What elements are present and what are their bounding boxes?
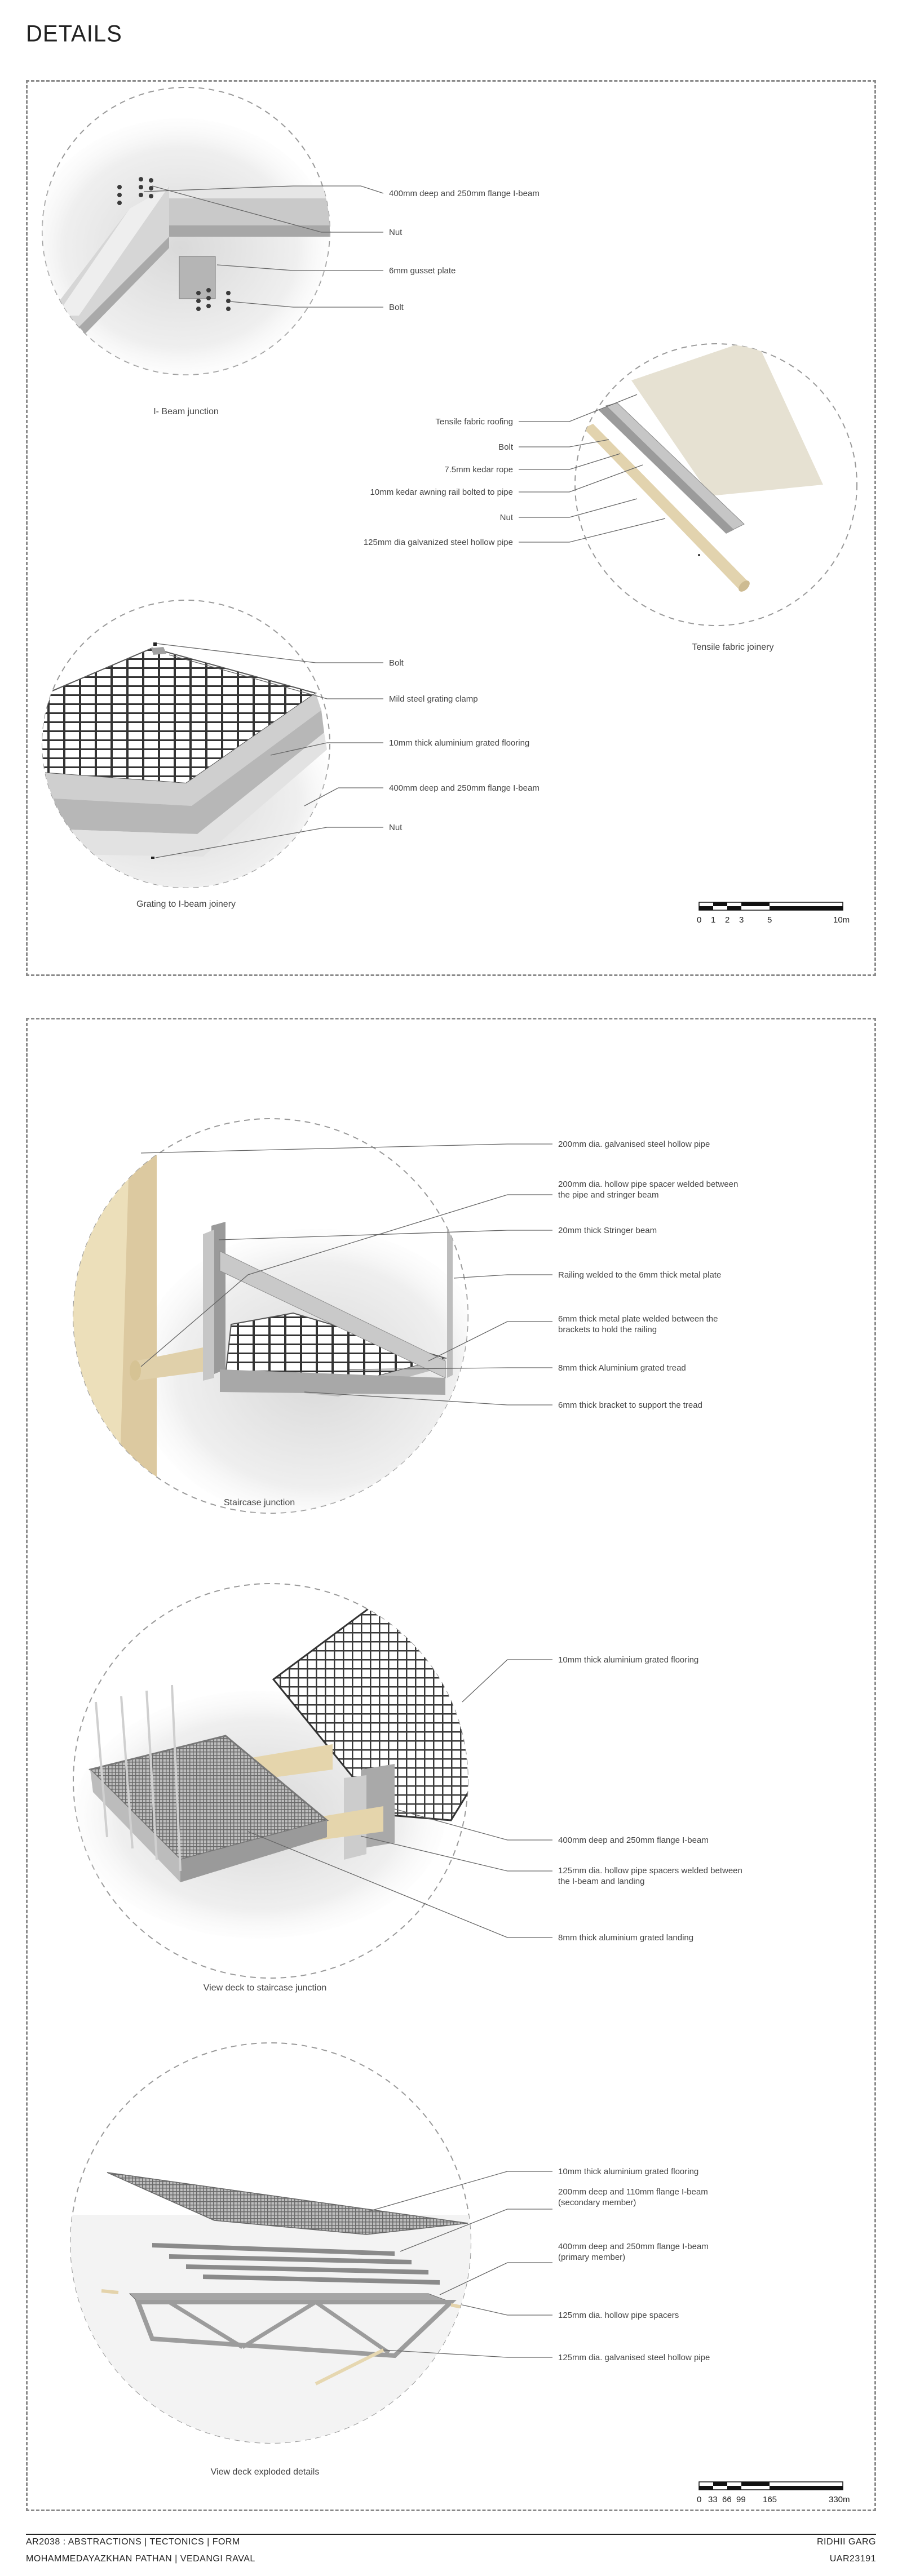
grating-label-flooring: 10mm thick aluminium grated flooring: [389, 738, 530, 748]
footer-course: AR2038 : ABSTRACTIONS | TECTONICS | FORM: [26, 2537, 240, 2547]
ibeam-label-bolt: Bolt: [389, 303, 404, 312]
staircase-label-plate: 6mm thick metal plate welded between the…: [558, 1314, 718, 1334]
ibeam-label-nut: Nut: [389, 228, 403, 237]
deckstair-label-spacers: 125mm dia. hollow pipe spacers welded be…: [558, 1866, 742, 1886]
staircase-label-spacer: 200mm dia. hollow pipe spacer welded bet…: [558, 1180, 739, 1200]
grating-caption: Grating to I-beam joinery: [136, 899, 236, 909]
footer-authors: MOHAMMEDAYAZKHAN PATHAN | VEDANGI RAVAL: [26, 2554, 255, 2564]
footer-divider: [26, 2534, 876, 2535]
tensile-label-rope: 7.5mm kedar rope: [444, 465, 513, 475]
footer-id: UAR23191: [829, 2554, 876, 2564]
scale2-tick-99: 99: [736, 2495, 746, 2504]
staircase-label-pipe: 200mm dia. galvanised steel hollow pipe: [558, 1140, 710, 1149]
scale1-tick-3: 3: [739, 915, 744, 925]
exploded-label-secondary: 200mm deep and 110mm flange I-beam (seco…: [558, 2187, 708, 2207]
scale2-tick-66: 66: [722, 2495, 732, 2504]
staircase-junction-drawing: [73, 1118, 552, 1514]
deckstair-caption: View deck to staircase junction: [203, 1983, 327, 1993]
grating-joinery-drawing: [42, 600, 383, 888]
scale-bar-bottom: [698, 2481, 843, 2490]
grating-label-beam: 400mm deep and 250mm flange I-beam: [389, 783, 540, 793]
footer-name: RIDHII GARG: [816, 2537, 876, 2547]
ibeam-label-gusset: 6mm gusset plate: [389, 266, 456, 276]
scale1-tick-1: 1: [711, 915, 716, 925]
grating-label-bolt: Bolt: [389, 658, 404, 668]
deckstair-label-flooring: 10mm thick aluminium grated flooring: [558, 1655, 699, 1665]
page-title: DETAILS: [26, 20, 122, 47]
ibeam-label-beam: 400mm deep and 250mm flange I-beam: [389, 189, 540, 198]
exploded-label-flooring: 10mm thick aluminium grated flooring: [558, 2167, 699, 2176]
scale2-tick-330m: 330m: [829, 2495, 850, 2504]
tensile-label-pipe: 125mm dia galvanized steel hollow pipe: [363, 538, 513, 547]
deck-exploded-drawing: [70, 2042, 552, 2444]
staircase-caption: Staircase junction: [223, 1498, 295, 1508]
deck-stair-junction-drawing: [73, 1583, 552, 1979]
exploded-label-primary: 400mm deep and 250mm flange I-beam (prim…: [558, 2242, 709, 2262]
grating-label-clamp: Mild steel grating clamp: [389, 694, 478, 704]
ibeam-junction-drawing: [42, 87, 384, 375]
deckstair-label-landing: 8mm thick aluminium grated landing: [558, 1933, 694, 1943]
staircase-label-bracket: 6mm thick bracket to support the tread: [558, 1400, 702, 1410]
exploded-label-spacers: 125mm dia. hollow pipe spacers: [558, 2311, 679, 2320]
staircase-label-tread: 8mm thick Aluminium grated tread: [558, 1363, 686, 1373]
staircase-label-railing: Railing welded to the 6mm thick metal pl…: [558, 1270, 722, 1280]
tensile-joinery-drawing: [519, 343, 857, 626]
details-panel-top: [26, 80, 876, 976]
exploded-label-pipe: 125mm dia. galvanised steel hollow pipe: [558, 2353, 710, 2362]
details-panel-bottom: [26, 1018, 876, 2511]
exploded-caption: View deck exploded details: [210, 2467, 320, 2477]
ibeam-caption: I- Beam junction: [153, 407, 219, 416]
staircase-label-stringer: 20mm thick Stringer beam: [558, 1226, 657, 1235]
deckstair-label-beam: 400mm deep and 250mm flange I-beam: [558, 1835, 709, 1845]
tensile-label-bolt: Bolt: [498, 442, 513, 452]
scale1-tick-0: 0: [697, 915, 702, 925]
scale1-tick-5: 5: [767, 915, 772, 925]
tensile-caption: Tensile fabric joinery: [692, 642, 774, 652]
scale-bar-top: [698, 902, 843, 911]
tensile-label-nut: Nut: [499, 513, 513, 522]
tensile-label-rail: 10mm kedar awning rail bolted to pipe: [370, 487, 513, 497]
scale2-tick-0: 0: [697, 2495, 702, 2504]
grating-label-nut: Nut: [389, 823, 403, 832]
scale1-tick-2: 2: [725, 915, 730, 925]
scale1-tick-10m: 10m: [833, 915, 850, 925]
scale2-tick-33: 33: [708, 2495, 718, 2504]
tensile-label-fabric: Tensile fabric roofing: [435, 417, 513, 427]
scale2-tick-165: 165: [763, 2495, 777, 2504]
